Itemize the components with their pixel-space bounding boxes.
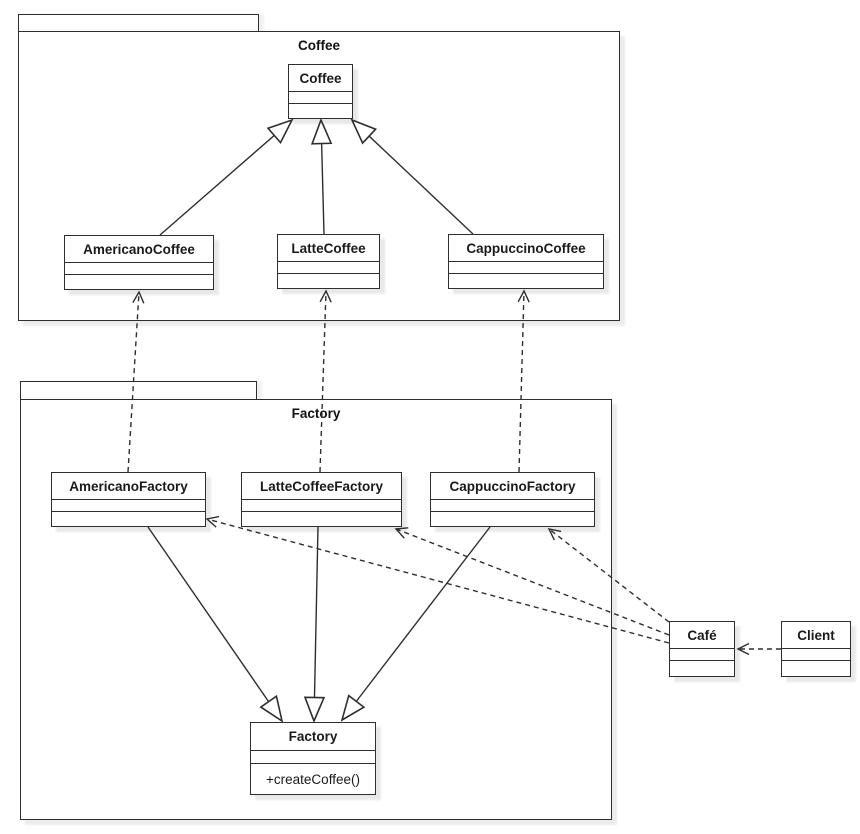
class-americano-coffee: AmericanoCoffee bbox=[64, 235, 214, 290]
class-factory-operation-create-coffee: +createCoffee() bbox=[251, 763, 375, 794]
class-latte-coffee-factory: LatteCoffeeFactory bbox=[241, 472, 402, 527]
class-client-attributes bbox=[782, 648, 850, 660]
package-factory-label: Factory bbox=[291, 406, 341, 421]
class-latte-coffee-attributes bbox=[278, 261, 379, 273]
class-coffee: Coffee bbox=[288, 64, 353, 119]
class-cappuccino-coffee-attributes bbox=[449, 261, 603, 273]
class-americano-coffee-operations bbox=[65, 274, 213, 289]
class-cafe-title: Café bbox=[687, 627, 717, 643]
class-latte-coffee: LatteCoffee bbox=[277, 234, 380, 289]
class-client-title: Client bbox=[797, 627, 835, 643]
class-coffee-title: Coffee bbox=[299, 70, 342, 86]
class-cafe-operations bbox=[670, 660, 734, 676]
class-latte-coffee-operations bbox=[278, 273, 379, 288]
class-coffee-operations bbox=[289, 103, 352, 118]
class-latte-coffee-factory-operations bbox=[242, 511, 401, 526]
class-coffee-attributes bbox=[289, 91, 352, 103]
class-client: Client bbox=[781, 621, 851, 677]
package-factory-tab bbox=[20, 381, 257, 399]
class-americano-factory-operations bbox=[52, 511, 205, 526]
class-cappuccino-coffee-title: CappuccinoCoffee bbox=[466, 240, 586, 256]
class-latte-coffee-title: LatteCoffee bbox=[291, 240, 366, 256]
class-cappuccino-coffee: CappuccinoCoffee bbox=[448, 234, 604, 289]
package-coffee-tab bbox=[18, 14, 259, 31]
class-cafe: Café bbox=[669, 621, 735, 677]
class-cafe-attributes bbox=[670, 648, 734, 660]
class-americano-factory-title: AmericanoFactory bbox=[69, 478, 188, 494]
class-cappuccino-factory-operations bbox=[431, 511, 594, 526]
class-latte-coffee-factory-attributes bbox=[242, 499, 401, 511]
class-factory: Factory +createCoffee() bbox=[250, 722, 376, 795]
class-factory-title: Factory bbox=[288, 729, 338, 744]
class-latte-coffee-factory-title: LatteCoffeeFactory bbox=[259, 478, 384, 494]
class-cappuccino-coffee-operations bbox=[449, 273, 603, 288]
class-client-operations bbox=[782, 660, 850, 676]
class-americano-coffee-attributes bbox=[65, 262, 213, 274]
class-americano-factory-attributes bbox=[52, 499, 205, 511]
package-coffee-label: Coffee bbox=[297, 38, 340, 53]
class-cappuccino-factory-title: CappuccinoFactory bbox=[449, 478, 576, 494]
class-factory-attributes bbox=[251, 750, 375, 763]
class-americano-coffee-title: AmericanoCoffee bbox=[83, 241, 195, 257]
class-americano-factory: AmericanoFactory bbox=[51, 472, 206, 527]
class-cappuccino-factory: CappuccinoFactory bbox=[430, 472, 595, 527]
class-cappuccino-factory-attributes bbox=[431, 499, 594, 511]
